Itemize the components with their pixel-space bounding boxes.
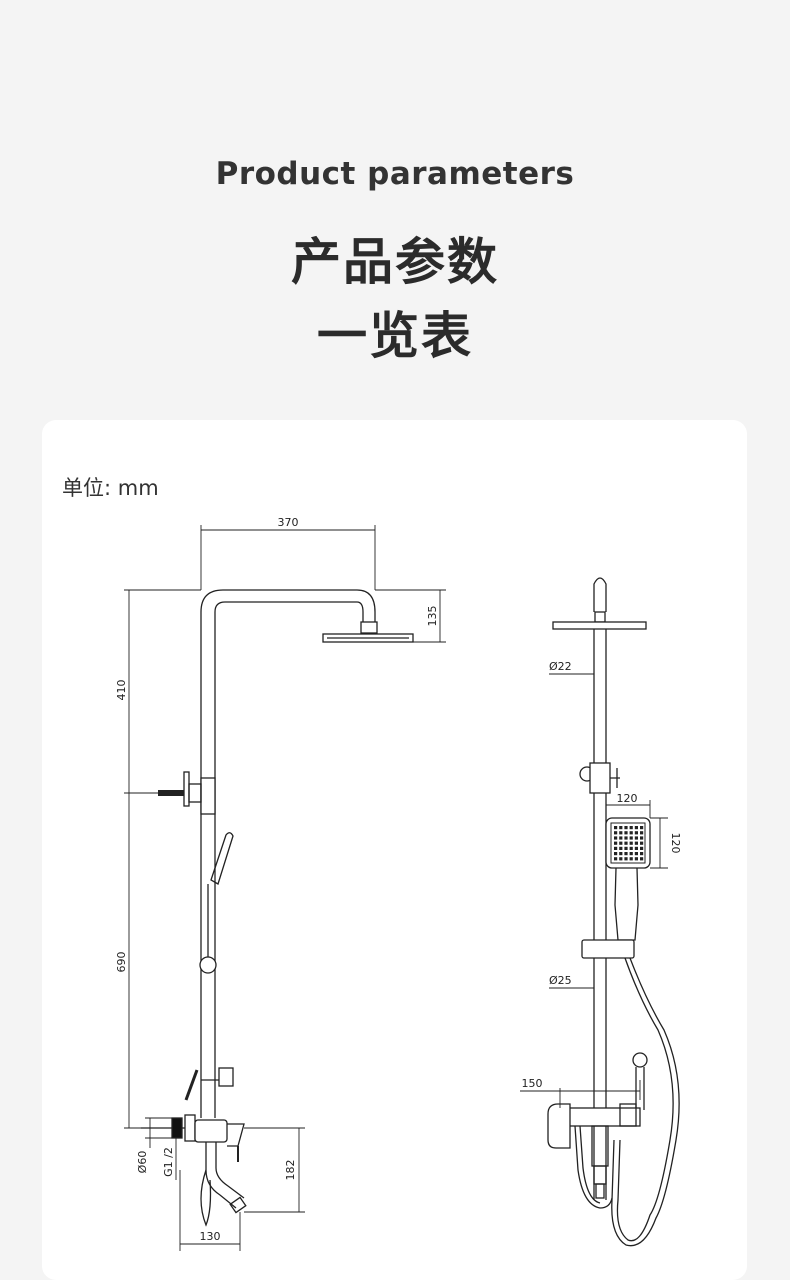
page-title-line2: 一览表 (317, 307, 473, 365)
side-wall-bracket (200, 777, 216, 815)
nozzle-dot (624, 831, 628, 835)
dim-spout-reach: 130 (200, 1230, 221, 1243)
nozzle-dot (614, 836, 618, 840)
nozzle-dot (629, 826, 633, 830)
nozzle-dot (624, 846, 628, 850)
nozzle-dot (619, 826, 623, 830)
nozzle-dot (619, 852, 623, 856)
dim-mixer-offset: 150 (522, 1077, 543, 1090)
nozzle-dot (614, 852, 618, 856)
side-slide-knob (199, 956, 217, 974)
side-dimension-lines (124, 525, 446, 1251)
dim-handshower-width: 120 (617, 792, 638, 805)
side-riser-pipe-inner (214, 601, 364, 1118)
front-hose (611, 957, 680, 1247)
side-head-connector (360, 621, 378, 634)
nozzle-dot (640, 826, 644, 830)
nozzle-dot (619, 857, 623, 861)
nozzle-dot (634, 831, 638, 835)
nozzle-dot (624, 852, 628, 856)
dim-head-drop: 135 (426, 606, 439, 627)
nozzle-dot (629, 831, 633, 835)
dim-width-top: 370 (278, 516, 299, 529)
nozzle-dot (634, 836, 638, 840)
nozzle-dot (614, 826, 618, 830)
nozzle-dot (634, 841, 638, 845)
dim-thread: G1 /2 (162, 1147, 175, 1177)
nozzle-dot (629, 841, 633, 845)
front-overhead-plate (552, 621, 647, 630)
dim-pipe-dia: Ø60 (136, 1151, 149, 1174)
side-view-drawing (141, 589, 414, 1227)
nozzle-dot (629, 857, 633, 861)
dim-spout-drop: 182 (284, 1160, 297, 1181)
front-slide-holder (581, 939, 635, 959)
dim-handshower-height: 120 (669, 833, 682, 854)
nozzle-dot (619, 831, 623, 835)
nozzle-dot (619, 841, 623, 845)
nozzle-dot (619, 836, 623, 840)
front-hand-shower-handle (614, 867, 639, 941)
side-hand-shower (210, 832, 234, 885)
subtitle-en: Product parameters (215, 156, 575, 192)
nozzle-dot (619, 846, 623, 850)
nozzle-dot (640, 841, 644, 845)
unit-label: 单位: mm (62, 476, 159, 500)
nozzle-dot (640, 831, 644, 835)
nozzle-dot (624, 836, 628, 840)
nozzle-dot (640, 836, 644, 840)
front-hand-shower-grid (610, 822, 646, 864)
dim-lower-height: 690 (115, 952, 128, 973)
shower-dimension-drawing: 370 135 410 690 Ø60 G1 /2 182 130 Ø22 12… (115, 516, 682, 1251)
nozzle-dot (634, 846, 638, 850)
page-title-line1: 产品参数 (291, 233, 499, 291)
front-view-drawing (547, 577, 680, 1247)
nozzle-dot (624, 841, 628, 845)
front-dimension-lines (520, 673, 668, 1108)
side-mixer-body (194, 1119, 228, 1143)
nozzle-dot (629, 846, 633, 850)
side-wall-inlet (171, 1117, 183, 1139)
nozzle-dot (614, 831, 618, 835)
nozzle-dot (634, 826, 638, 830)
nozzle-dot (624, 826, 628, 830)
nozzle-dot (614, 846, 618, 850)
nozzle-dot (614, 841, 618, 845)
front-mixer-lever (547, 1103, 571, 1149)
front-hand-shower-head (605, 817, 651, 869)
nozzle-dot (614, 857, 618, 861)
nozzle-dot (634, 857, 638, 861)
dim-rod-dia-upper: Ø22 (549, 660, 572, 673)
side-riser-pipe (200, 589, 376, 1118)
nozzle-dot (640, 846, 644, 850)
dim-upper-height: 410 (115, 680, 128, 701)
nozzle-dot (624, 857, 628, 861)
nozzle-dot (640, 852, 644, 856)
front-top-hook (593, 577, 607, 612)
nozzle-dot (629, 852, 633, 856)
nozzle-dot (640, 857, 644, 861)
nozzle-dot (634, 852, 638, 856)
dim-rod-dia-lower: Ø25 (549, 974, 572, 987)
nozzle-dot (629, 836, 633, 840)
